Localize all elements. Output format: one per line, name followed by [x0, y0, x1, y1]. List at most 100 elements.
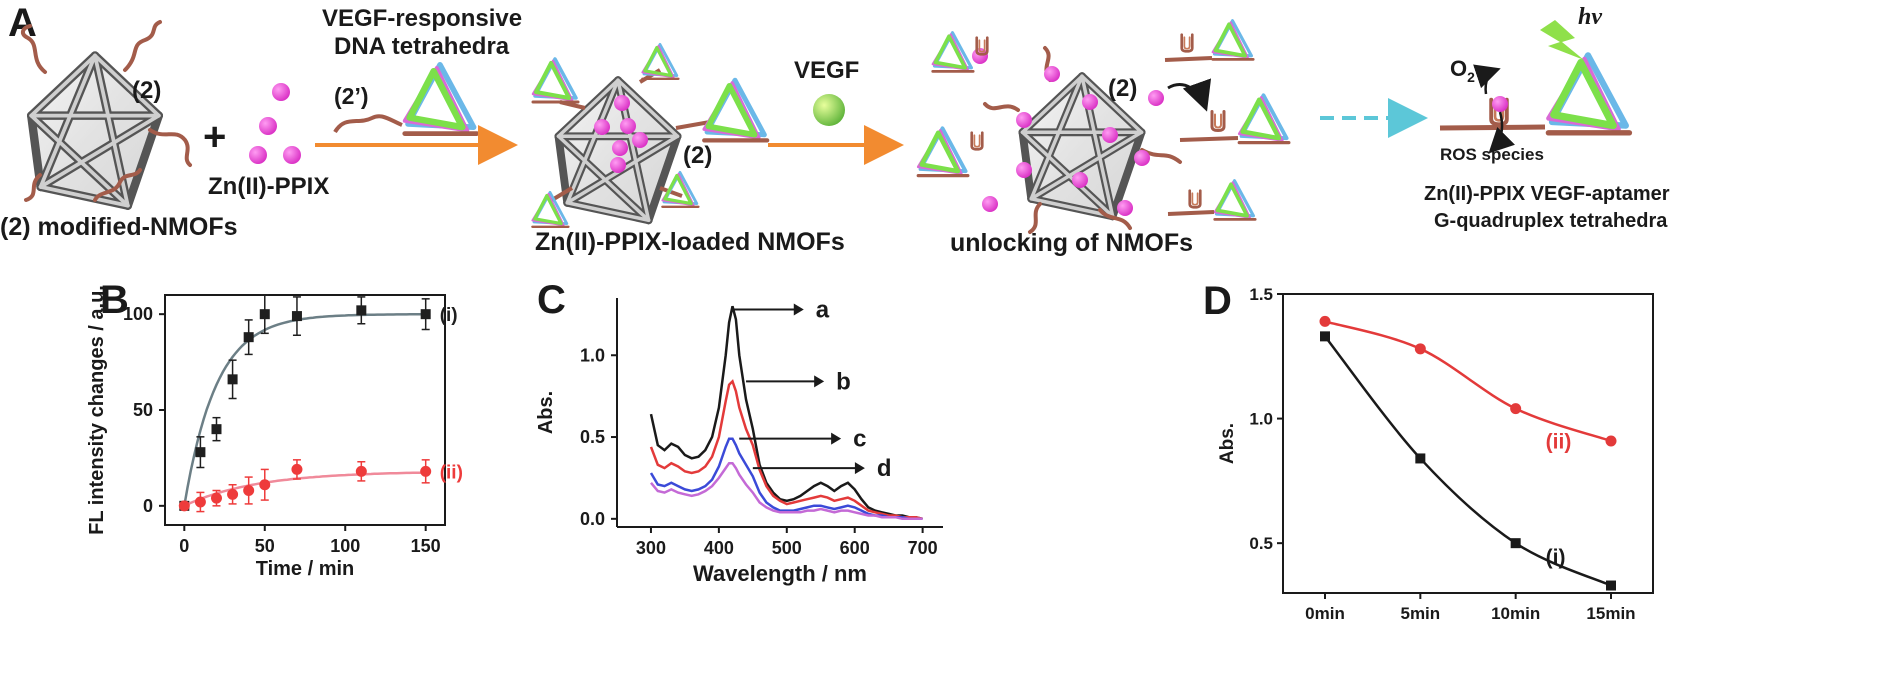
- dna-label-line2: DNA tetrahedra: [334, 33, 510, 60]
- data-point: [178, 500, 190, 512]
- data-point: [259, 479, 271, 491]
- panel-a-letter: A: [8, 1, 37, 45]
- y-axis-label: Abs.: [535, 391, 557, 434]
- strand-2-label: (2): [132, 77, 161, 104]
- data-point: [291, 463, 303, 475]
- fit-curve: [183, 313, 426, 507]
- series-label: a: [816, 296, 830, 323]
- y-tick-label: 1.0: [1249, 410, 1273, 429]
- x-tick-label: 400: [704, 538, 734, 558]
- x-axis-label: Time / min: [256, 558, 355, 580]
- data-point: [355, 465, 367, 477]
- spectrum-line: [649, 379, 923, 521]
- y-axis-label: Abs.: [1217, 423, 1238, 464]
- unlock-strand-2-label: (2): [1108, 75, 1137, 102]
- label-pointer-head: [793, 303, 804, 316]
- loaded-caption: Zn(II)-PPIX-loaded NMOFs: [535, 228, 845, 256]
- panel-b-letter: B: [100, 278, 129, 322]
- series-label: (ii): [440, 462, 463, 483]
- data-point: [210, 492, 222, 504]
- y-tick-label: 0.5: [1249, 534, 1273, 553]
- ros-arrow: [1488, 111, 1515, 154]
- panel-d-letter: D: [1203, 279, 1232, 323]
- series-label: c: [853, 426, 866, 453]
- dna-label-line1: VEGF-responsive: [322, 5, 522, 32]
- aptamer-gquadruplex-tetra: [1439, 20, 1629, 154]
- y-tick-label: 0.5: [580, 427, 605, 447]
- data-point: [1319, 315, 1331, 327]
- nmof-octahedron-1: [21, 20, 192, 208]
- fit-curve: [1324, 320, 1612, 443]
- data-point: [211, 424, 222, 435]
- nmof-caption: (2) modified-NMOFs: [0, 213, 238, 241]
- y-tick-label: 100: [123, 304, 153, 324]
- y-axis-label: FL intensity changes / a.u.: [86, 285, 108, 535]
- fit-curve: [183, 471, 426, 507]
- x-tick-label: 300: [636, 538, 666, 558]
- data-point: [243, 485, 255, 496]
- data-point: [420, 465, 432, 477]
- x-axis-label: Wavelength / nm: [693, 561, 867, 586]
- legend-line2: G-quadruplex tetrahedra: [1434, 210, 1668, 232]
- series-label: b: [836, 368, 851, 395]
- data-point: [420, 309, 431, 320]
- fit-curve: [1324, 335, 1612, 587]
- data-point: [1320, 331, 1330, 342]
- data-point: [356, 305, 367, 316]
- nmof-octahedron-unlocked: [918, 30, 1182, 234]
- data-point: [291, 311, 302, 322]
- dna-tetrahedron: [405, 65, 477, 134]
- data-point: [243, 332, 254, 343]
- x-tick-label: 15min: [1586, 604, 1635, 623]
- vegf-label: VEGF: [794, 57, 859, 84]
- data-point: [194, 496, 206, 508]
- zn-ppix-label: Zn(II)-PPIX: [208, 173, 329, 200]
- series-label: (i): [1546, 546, 1566, 569]
- series-label: (i): [440, 305, 458, 326]
- hv-label: hv: [1578, 4, 1602, 30]
- legend-line1: Zn(II)-PPIX VEGF-aptamer: [1424, 183, 1670, 205]
- x-tick-label: 500: [772, 538, 802, 558]
- data-point: [1510, 538, 1521, 549]
- strand: [93, 168, 142, 202]
- x-tick-label: 150: [411, 536, 441, 556]
- strand: [123, 20, 162, 72]
- o2-arrow: [1473, 64, 1501, 95]
- y-tick-label: 1.5: [1249, 285, 1273, 304]
- data-point: [227, 374, 238, 385]
- series-label: d: [877, 455, 892, 482]
- y-tick-label: 0: [143, 496, 153, 516]
- panel-a: A (2) (2) modified-NMOFs + Zn(II)-PPIX V…: [0, 1, 1670, 257]
- spectrum-line: [649, 305, 923, 521]
- spectrum-line: [650, 461, 923, 521]
- x-tick-label: 0: [179, 536, 189, 556]
- strand-2prime: [333, 114, 403, 134]
- x-tick-label: 50: [255, 536, 275, 556]
- label-pointer-head: [831, 432, 842, 445]
- x-tick-label: 700: [908, 538, 938, 558]
- unlock-caption: unlocking of NMOFs: [950, 229, 1193, 257]
- x-tick-label: 100: [330, 536, 360, 556]
- nmof-octahedron-loaded: [530, 42, 767, 229]
- loaded-strand-2-label: (2): [683, 142, 712, 169]
- plus-sign: +: [203, 115, 226, 159]
- data-point: [1606, 580, 1616, 591]
- o2-label: O2: [1450, 56, 1475, 85]
- y-tick-label: 1.0: [580, 345, 605, 365]
- label-pointer-head: [854, 462, 865, 475]
- data-point: [1510, 403, 1522, 415]
- strand: [24, 173, 42, 202]
- plot-frame: [1282, 293, 1654, 594]
- panel-c-letter: C: [537, 278, 566, 322]
- x-tick-label: 0min: [1305, 604, 1345, 623]
- x-tick-label: 600: [840, 538, 870, 558]
- data-point: [1605, 435, 1617, 447]
- released-tetrahedra: [1164, 18, 1289, 222]
- release-arrow: [1167, 78, 1212, 112]
- data-point: [259, 309, 270, 320]
- data-point: [227, 488, 239, 500]
